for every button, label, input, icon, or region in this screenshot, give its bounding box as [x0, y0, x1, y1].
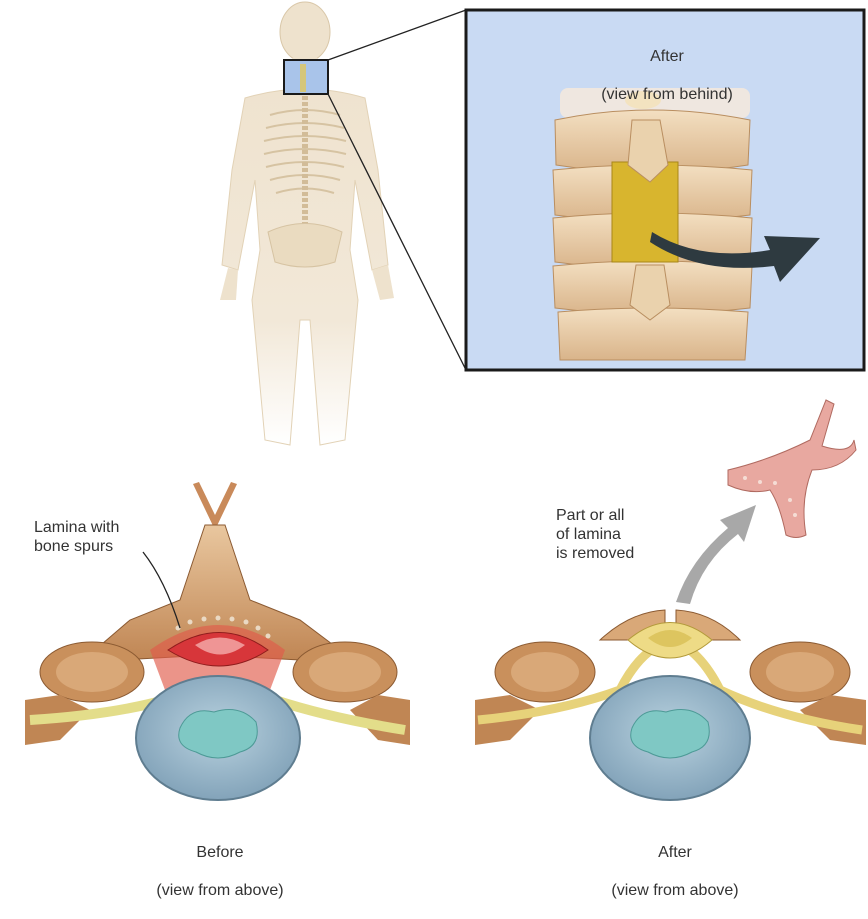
- illustration: [0, 0, 868, 866]
- human-figure: [220, 2, 394, 445]
- inset-title: After (view from behind): [470, 28, 864, 123]
- inset-title-line2: (view from behind): [470, 85, 864, 104]
- before-caption-line2: (view from above): [90, 881, 350, 900]
- before-caption-line1: Before: [90, 843, 350, 862]
- lamina-callout-label: Lamina with bone spurs: [34, 518, 184, 556]
- pelvis: [268, 224, 342, 268]
- inset-title-line1: After: [470, 47, 864, 66]
- vertebral-column-back-view: [553, 88, 752, 360]
- connector-line-top: [328, 10, 466, 60]
- lamina-removed-label: Part or all of lamina is removed: [556, 506, 706, 563]
- after-caption-line1: After: [540, 843, 810, 862]
- before-caption: Before (view from above): [90, 824, 350, 919]
- laminectomy-diagram: After (view from behind) Lamina with bon…: [0, 0, 868, 866]
- after-vertebra: [475, 610, 866, 800]
- after-caption: After (view from above): [540, 824, 810, 919]
- after-caption-line2: (view from above): [540, 881, 810, 900]
